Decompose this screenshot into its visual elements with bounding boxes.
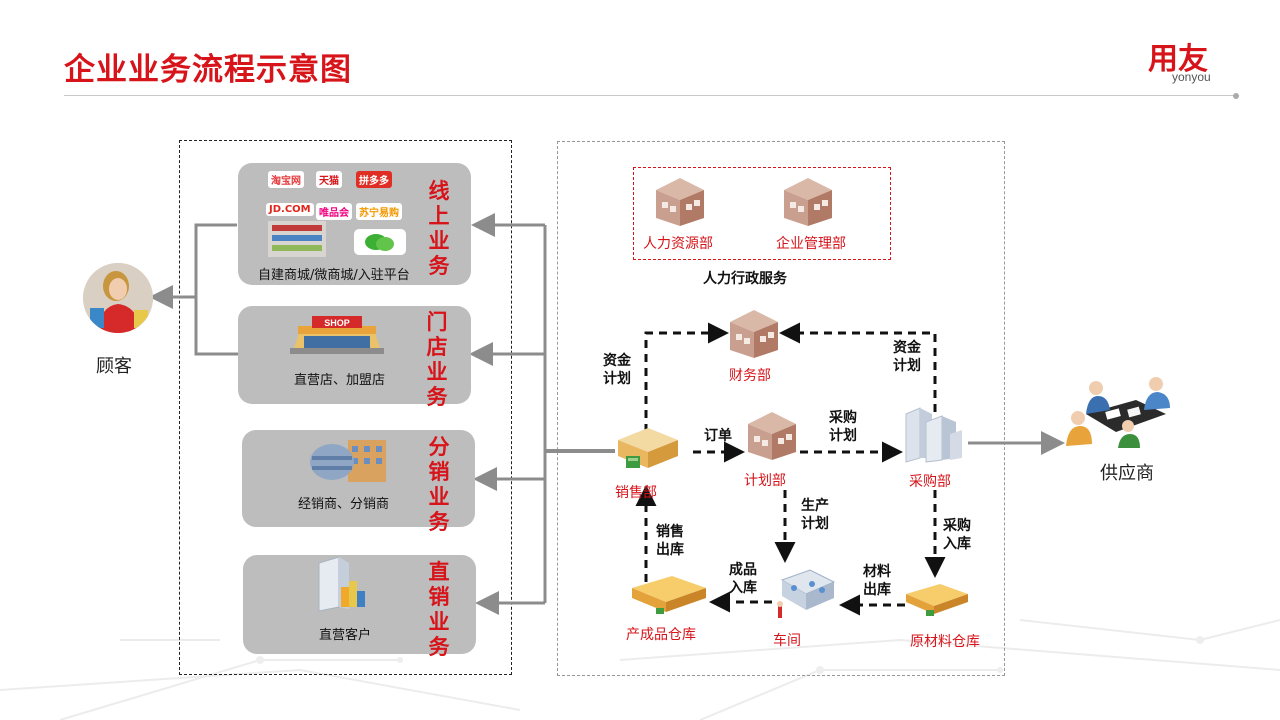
purchase-in-label: 采购入库 (943, 518, 971, 552)
finished-goods-warehouse-icon (632, 576, 706, 614)
flow-sales-to-finance (644, 322, 729, 432)
title-divider (64, 95, 1239, 96)
direct-business-title: 直销业务 (428, 560, 450, 659)
distributor-buildings-icon (310, 440, 386, 482)
store-shelf-photo-icon (268, 221, 326, 257)
business-channels-frame (179, 140, 512, 675)
fund-plan-label-right: 资金计划 (893, 340, 921, 374)
vip-logo: 唯品会 (316, 203, 352, 220)
hr-department-building-icon (656, 178, 704, 226)
taobao-logo: 淘宝网 (268, 171, 304, 188)
jd-logo: JD.COM (266, 203, 314, 216)
shop-sign-text: SHOP (324, 318, 350, 328)
finance-building-icon (730, 310, 778, 358)
wechat-icon (354, 229, 406, 255)
finished-goods-warehouse-label: 产成品仓库 (626, 627, 696, 643)
brand-logo-text: 用友 (1148, 42, 1208, 77)
material-out-label: 材料出库 (863, 564, 891, 598)
store-business-box: SHOP 直营店、加盟店 (238, 306, 471, 404)
direct-business-caption: 直营客户 (319, 628, 372, 643)
pinduoduo-logo: 拼多多 (356, 171, 392, 188)
distribution-business-caption: 经销商、分销商 (298, 497, 390, 512)
sales-out-label: 销售出库 (656, 524, 684, 558)
hr-department-label: 人力资源部 (643, 236, 713, 252)
supplier-meeting-icon (1066, 377, 1170, 448)
online-business-caption: 自建商城/微商城/入驻平台 (258, 268, 410, 283)
background-circuit-pattern (0, 619, 1280, 720)
raw-materials-warehouse-label: 原材料仓库 (910, 634, 980, 650)
store-business-caption: 直营店、加盟店 (294, 373, 386, 388)
shop-building-icon: SHOP (290, 316, 384, 354)
planning-department-label: 计划部 (744, 473, 786, 489)
purchasing-department-icon (905, 407, 962, 463)
admin-services-box (633, 167, 891, 260)
brand-logo-subtext: yonyou (1172, 70, 1211, 84)
workshop-machinery-icon (777, 569, 836, 618)
store-business-title: 门店业务 (426, 310, 448, 409)
sales-department-label: 销售部 (615, 485, 657, 501)
divider-end-dot (1233, 93, 1239, 99)
customer-avatar-icon (83, 263, 153, 333)
purchase-plan-label: 采购计划 (829, 410, 857, 444)
office-tower-icon (318, 557, 365, 612)
purchasing-department-label: 采购部 (909, 474, 951, 490)
sales-department-icon (618, 428, 678, 468)
production-plan-label: 生产计划 (801, 498, 829, 532)
online-business-box: 淘宝网 天猫 拼多多 JD.COM 唯品会 苏宁易购 自建商城/微商城/入驻平台 (238, 163, 471, 285)
online-business-title: 线上业务 (428, 179, 450, 278)
supplier-label: 供应商 (1100, 463, 1154, 484)
order-label: 订单 (704, 428, 732, 444)
management-department-building-icon (784, 178, 832, 226)
planning-building-icon (748, 412, 796, 460)
finished-in-label: 成品入库 (729, 562, 757, 596)
workshop-label: 车间 (773, 633, 801, 649)
direct-business-box: 直营客户 (243, 555, 476, 654)
customer-label: 顾客 (96, 356, 132, 377)
finance-department-label: 财务部 (729, 368, 771, 384)
raw-materials-warehouse-icon (906, 584, 968, 616)
fund-plan-label-left: 资金计划 (603, 353, 631, 387)
page-title: 企业业务流程示意图 (64, 52, 352, 88)
admin-services-caption: 人力行政服务 (703, 271, 787, 287)
distribution-business-title: 分销业务 (428, 435, 450, 534)
tmall-logo: 天猫 (316, 171, 342, 188)
management-department-label: 企业管理部 (776, 236, 846, 252)
distribution-business-box: 经销商、分销商 (242, 430, 475, 527)
suning-logo: 苏宁易购 (356, 203, 402, 220)
internal-departments-frame (557, 141, 1005, 676)
